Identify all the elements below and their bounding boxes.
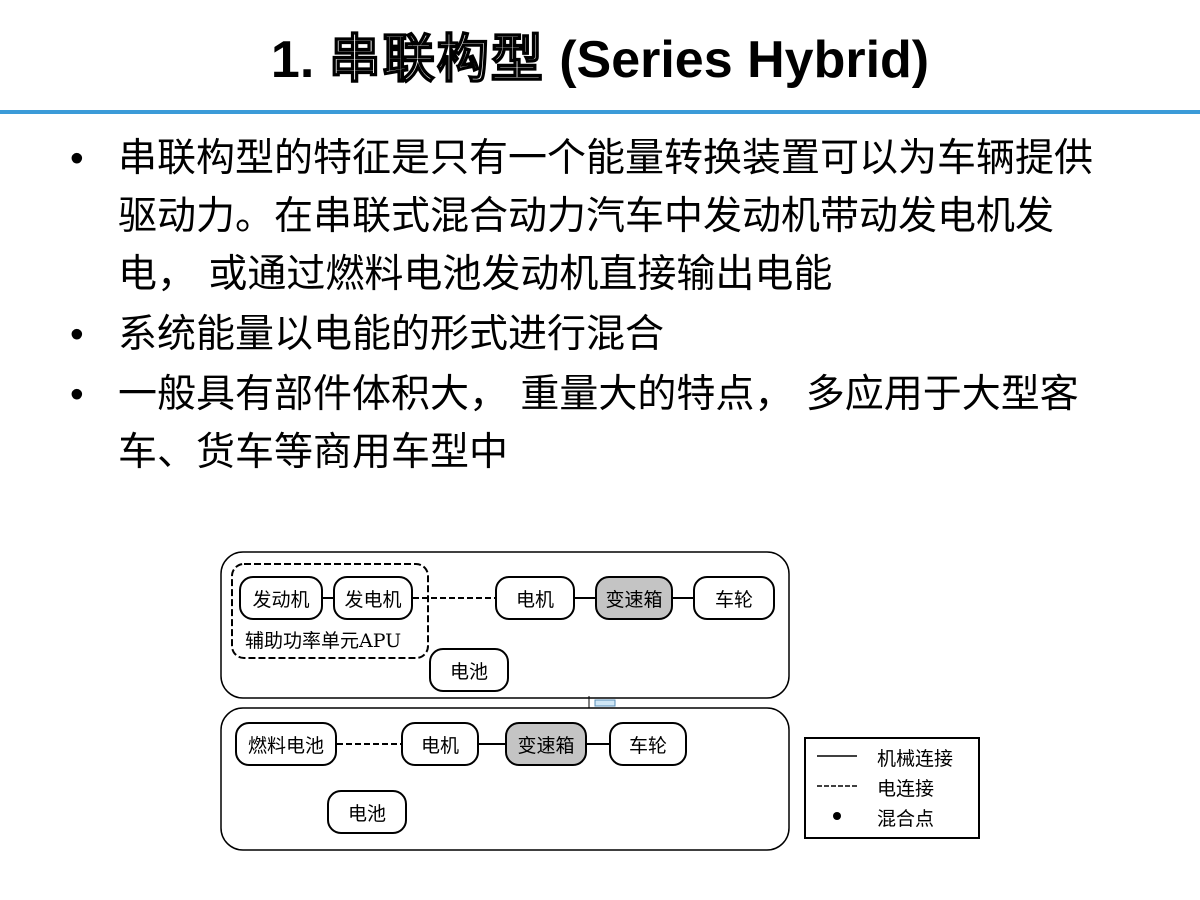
gearbox-box-2: 变速箱 xyxy=(505,722,587,766)
title-divider xyxy=(0,110,1200,114)
motor-box-2: 电机 xyxy=(401,722,479,766)
wheel-box-2: 车轮 xyxy=(609,722,687,766)
diagram-connections xyxy=(220,551,980,851)
fuel-cell-box: 燃料电池 xyxy=(235,722,337,766)
bullet-text: 系统能量以电能的形式进行混合 xyxy=(118,312,665,357)
gearbox-box: 变速箱 xyxy=(595,576,673,620)
slide-title: 1. 串联构型 (Series Hybrid) xyxy=(0,14,1200,106)
wheel-box: 车轮 xyxy=(693,576,775,620)
legend-frame xyxy=(804,737,980,839)
title-chinese: 串联构型 xyxy=(328,30,545,90)
legend-mechanical-label: 机械连接 xyxy=(877,748,954,770)
battery-box: 电池 xyxy=(429,648,509,692)
bullet-text: 一般具有部件体积大， 重量大的特点， 多应用于大型客车、货车等商用车型中 xyxy=(118,372,1079,475)
bullet-text: 串联构型的特征是只有一个能量转换装置可以为车辆提供驱动力。在串联式混合动力汽车中… xyxy=(118,136,1094,297)
title-english: (Series Hybrid) xyxy=(559,31,930,89)
legend-dot-icon xyxy=(833,812,841,820)
bottom-group-frame xyxy=(220,707,790,851)
bullet-icon: • xyxy=(70,373,84,416)
apu-label: 辅助功率单元APU xyxy=(245,630,402,652)
battery-box-2: 电池 xyxy=(327,790,407,834)
legend-hybrid-point-label: 混合点 xyxy=(877,808,935,830)
bullet-icon: • xyxy=(70,137,84,180)
bullet-item-3: • 一般具有部件体积大， 重量大的特点， 多应用于大型客车、货车等商用车型中 xyxy=(70,366,1120,482)
generator-box: 发电机 xyxy=(333,576,413,620)
engine-box: 发动机 xyxy=(239,576,323,620)
title-number: 1. xyxy=(270,31,315,89)
group-connector-icon xyxy=(594,699,616,707)
legend-electrical-label: 电连接 xyxy=(877,778,935,800)
top-group-frame xyxy=(220,551,790,699)
series-hybrid-diagram: 发动机 发电机 辅助功率单元APU 电机 变速箱 车轮 电池 燃料电池 电机 变… xyxy=(217,548,983,852)
bullet-icon: • xyxy=(70,313,84,356)
bullet-list: • 串联构型的特征是只有一个能量转换装置可以为车辆提供驱动力。在串联式混合动力汽… xyxy=(70,130,1120,484)
bullet-item-2: • 系统能量以电能的形式进行混合 xyxy=(70,306,1120,364)
motor-box: 电机 xyxy=(495,576,575,620)
bullet-item-1: • 串联构型的特征是只有一个能量转换装置可以为车辆提供驱动力。在串联式混合动力汽… xyxy=(70,130,1120,304)
apu-group-frame xyxy=(231,563,429,659)
